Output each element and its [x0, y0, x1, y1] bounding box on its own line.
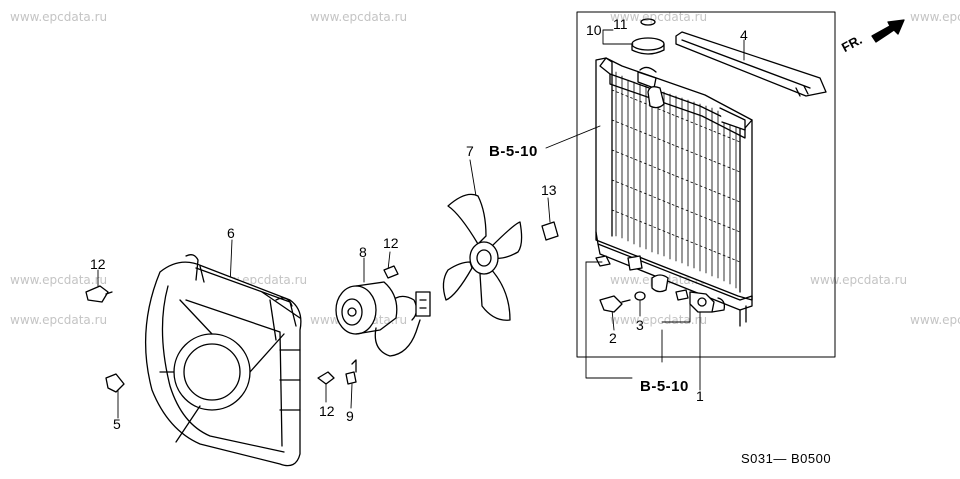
callout-5[interactable]: 5: [113, 416, 121, 432]
cooling-fan: [442, 193, 523, 321]
callout-4[interactable]: 4: [740, 27, 748, 43]
diagram-code: S031— B0500: [741, 451, 832, 466]
reference-upper[interactable]: B-5-10: [489, 143, 538, 160]
callout-10[interactable]: 10: [586, 22, 602, 38]
radiator: [595, 57, 753, 327]
mount-rubber: [675, 31, 827, 97]
front-arrow: [871, 19, 905, 43]
leader-lines: [97, 29, 745, 419]
fan-shroud: [144, 254, 302, 467]
callout-6[interactable]: 6: [227, 225, 235, 241]
reference-lower[interactable]: B-5-10: [640, 378, 689, 395]
callout-12[interactable]: 12: [319, 403, 335, 419]
callout-13[interactable]: 12: [90, 256, 106, 272]
callout-2[interactable]: 2: [609, 330, 617, 346]
callout-14[interactable]: 13: [541, 182, 557, 198]
assembly-frame: [576, 11, 836, 358]
radiator-core: [611, 71, 741, 289]
callout-9[interactable]: 9: [346, 408, 354, 424]
fan-motor: [335, 281, 431, 357]
callout-3[interactable]: 3: [636, 317, 644, 333]
callout-8[interactable]: 8: [359, 244, 367, 260]
callout-7[interactable]: 7: [466, 143, 474, 159]
radiator-cap: [631, 18, 665, 55]
callout-1[interactable]: 1: [696, 388, 704, 404]
callout-11[interactable]: 11: [613, 16, 628, 32]
fasteners: [85, 221, 646, 393]
callout-12[interactable]: 12: [383, 235, 399, 251]
